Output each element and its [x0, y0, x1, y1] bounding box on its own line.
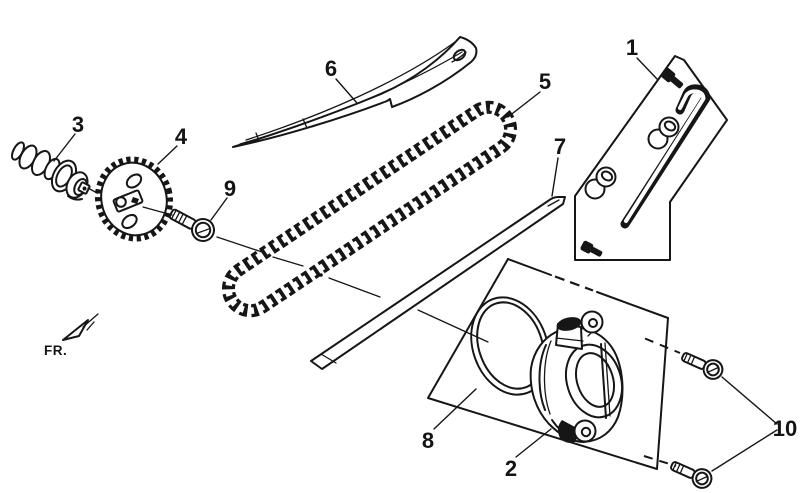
mounting-bolt-lower: [670, 461, 713, 489]
callout-1-label: 1: [626, 35, 638, 60]
callout-10-leader-upper: [721, 376, 778, 425]
o-ring: [470, 296, 550, 396]
callout-10-label: 10: [773, 416, 797, 441]
cam-chain: [221, 100, 518, 318]
callout-9-label: 9: [224, 176, 236, 201]
callout-7-label: 7: [554, 134, 566, 159]
callout-8-leader: [433, 388, 477, 430]
tensioner-assembly: [529, 310, 624, 443]
tensioner-panel: [427, 258, 669, 470]
mounting-bolt-upper: [681, 352, 724, 380]
bolt-alignment-dashes: [643, 337, 681, 467]
chain-guide: [232, 36, 478, 148]
callout-10-leader-lower: [711, 429, 778, 472]
callout-6-leader: [335, 78, 358, 104]
callout-9-leader: [210, 197, 228, 221]
callout-3-label: 3: [72, 112, 84, 137]
camshaft: [11, 141, 100, 201]
plate-bolt-mark-top: [660, 67, 684, 89]
callout-2-leader: [515, 428, 552, 458]
callout-5-leader: [507, 91, 541, 118]
callout-labels: 1 2 3 4 5 6 7 8 9 10: [72, 35, 797, 481]
callout-8-label: 8: [422, 428, 434, 453]
fr-direction-label: FR.: [44, 343, 67, 358]
callout-4-label: 4: [175, 124, 188, 149]
callout-3-leader: [53, 133, 76, 162]
plate-bolt-mark-bottom: [580, 240, 603, 257]
callout-leaders: [53, 57, 778, 472]
callout-4-leader: [157, 145, 178, 165]
callout-1-leader: [636, 57, 658, 80]
callout-7-leader: [551, 157, 559, 197]
cam-sprocket: [94, 156, 174, 242]
tensioner-blade: [310, 196, 566, 370]
callout-2-label: 2: [505, 456, 517, 481]
callout-6-label: 6: [325, 56, 337, 81]
fr-direction-arrow: FR.: [44, 313, 99, 358]
callout-5-label: 5: [539, 69, 551, 94]
gasket-plate: [574, 55, 728, 261]
sprocket-bolt: [168, 208, 215, 242]
